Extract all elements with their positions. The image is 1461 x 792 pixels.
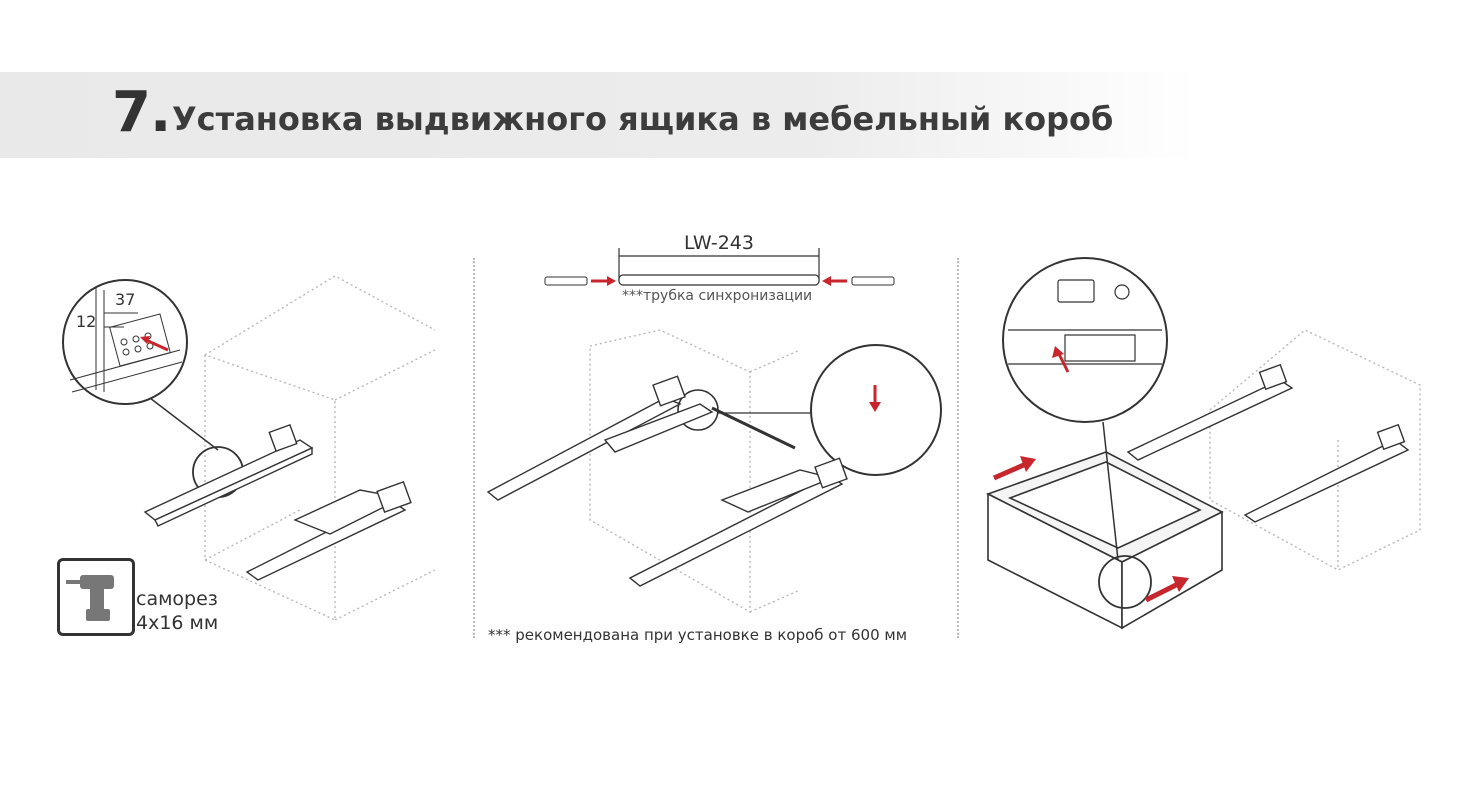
red-arrow-left: [607, 276, 616, 286]
header-band: [0, 72, 1461, 158]
sync-tube: [618, 274, 820, 286]
red-arrow-zoom: [1052, 346, 1064, 358]
panel-divider-left: [473, 258, 475, 638]
dimension-line: [618, 248, 820, 282]
drawer-box: [985, 451, 1224, 630]
dimension-12: 12: [76, 312, 97, 331]
drill-icon: [57, 558, 135, 636]
tube-caption: ***трубка синхронизации: [622, 288, 813, 304]
connector-right: [851, 276, 895, 286]
red-arrow-right: [822, 276, 831, 286]
cabinet-outline-3: [1209, 329, 1421, 571]
zoom-circle-3: [1002, 257, 1168, 423]
part-code: LW-243: [684, 232, 754, 254]
red-arrow-insert-1: [1020, 456, 1036, 472]
tube-installed: [711, 406, 796, 450]
tool-label: саморез 4x16 мм: [136, 587, 218, 635]
panel-divider-right: [957, 258, 959, 638]
tool-label-line2: 4x16 мм: [136, 612, 219, 634]
panel1-illustration: [62, 275, 436, 622]
tool-label-line1: саморез: [136, 588, 218, 610]
dimension-37: 37: [115, 290, 136, 309]
footnote: *** рекомендована при установке в короб …: [488, 626, 908, 644]
connector-left: [544, 276, 588, 286]
red-arrow-insert-2: [1172, 576, 1189, 592]
red-arrow: [145, 338, 169, 352]
step-number: 7.: [112, 80, 171, 145]
page-title: Установка выдвижного ящика в мебельный к…: [172, 100, 1114, 138]
